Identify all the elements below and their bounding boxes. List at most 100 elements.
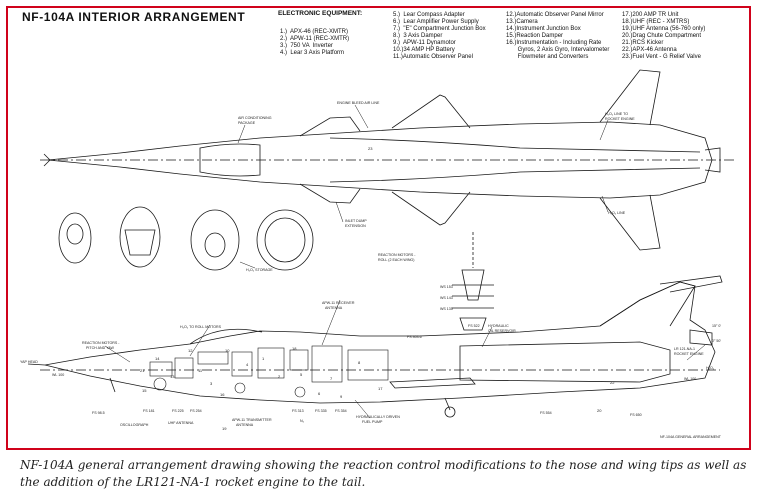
callout-number: 2 — [278, 374, 281, 379]
section-cockpit — [119, 206, 161, 268]
equipment-item: 4.) Lear 3 Axis Platform — [280, 50, 345, 56]
equipment-item: 22.)APX-46 Antenna — [622, 47, 677, 53]
drawing-frame — [6, 6, 751, 450]
label-h2o2-tail: H₂O₂ — [706, 366, 715, 370]
equipment-item: 18.)UHF (REC - XMTRS) — [622, 19, 690, 25]
equipment-item: 1.) APX-46 (REC-XMTR) — [280, 29, 349, 35]
callout-number: 14 — [155, 356, 160, 361]
profile-canopy — [189, 328, 263, 345]
equipment-item: 12.)Automatic Observer Panel Mirror — [506, 12, 604, 18]
label-roll-each-wing: ROLL (2 EACH WING) — [378, 258, 414, 262]
callout-number: 6 — [318, 391, 321, 396]
equipment-item: 21.)RCS Kicker — [622, 40, 664, 46]
profile-view — [27, 275, 723, 418]
label-angle-top: 15° 0' — [712, 324, 721, 328]
callout-number: 15 — [142, 388, 147, 393]
callout-number: 3 — [210, 381, 213, 386]
equipment-item: 9.) APW-11 Dynamotor — [393, 40, 456, 46]
callout-number: 22 — [610, 380, 615, 385]
callout-number: 11 — [198, 368, 203, 373]
equipment-item: 13.)Camera — [506, 19, 538, 25]
equipment-item: Gyros, 2 Axis Gyro, Intervalometer — [506, 47, 610, 53]
label-h2o2-roll-motors: H₂O₂ TO ROLL MOTORS — [180, 325, 222, 329]
label-antenna: ANTENNA — [325, 306, 343, 310]
label-yap-head: YAP HEAD — [20, 360, 38, 364]
cross-sections — [58, 206, 314, 271]
section-intake — [256, 209, 314, 271]
label-apw-transmitter: APW-11 TRANSMITTER — [232, 418, 272, 422]
label-fs-554: FS 554 — [540, 411, 552, 415]
equipment-item: 8.) 3 Axis Damper — [393, 33, 443, 39]
plan-duct — [329, 137, 701, 183]
plan-stabilizer-lower — [599, 194, 661, 251]
equipment-item: 23.)Fuel Vent - G Relief Valve — [622, 54, 701, 60]
label-rocket-engine: ROCKET ENGINE — [605, 117, 635, 121]
callout-number: 16 — [220, 392, 225, 397]
equipment-item: 20.)Drag Chute Compartment — [622, 33, 702, 39]
label-antenna-2: ANTENNA — [236, 423, 254, 427]
plan-wing-upper — [391, 94, 471, 129]
profile-horizontal-tail — [659, 275, 723, 293]
label-inlet-dump: INLET DUMP — [345, 219, 367, 223]
callout-number: 1 — [262, 356, 265, 361]
label-hydraulically-driven: HYDRAULICALLY DRIVEN — [356, 415, 400, 419]
plan-cockpit — [199, 143, 261, 177]
callout-number: 18 — [292, 346, 297, 351]
label-fs-313: FS 313 — [292, 409, 304, 413]
label-oil-reservoir: OIL RESERVOIR — [488, 329, 516, 333]
equipment-item: Flowmeter and Converters — [506, 54, 589, 60]
label-drawing-number: NF-104A GENERAL ARRANGEMENT — [660, 435, 722, 439]
callout-number: 23 — [368, 146, 373, 151]
label-extension: EXTENSION — [345, 224, 366, 228]
equipment-list-column-3: 12.)Automatic Observer Panel Mirror 13.)… — [506, 12, 609, 61]
profile-vertical-tail — [599, 281, 696, 327]
equipment-heading: ELECTRONIC EQUIPMENT: — [278, 10, 363, 17]
plan-stabilizer-upper — [599, 69, 661, 126]
profile-landing-gear — [109, 377, 456, 418]
label-fs-335: FS 335 — [315, 409, 327, 413]
label-ws-143: WS 143 — [440, 296, 453, 300]
label-apw-receiver: APW-11 RECEIVER — [322, 301, 355, 305]
label-fuel-pump: FUEL PUMP — [362, 420, 383, 424]
equipment-item: 17.)200 AMP TR Unit — [622, 12, 679, 18]
profile-engine — [459, 341, 671, 383]
profile-yaw-head — [27, 363, 46, 366]
label-uhf-antenna: UHF ANTENNA — [168, 421, 194, 425]
aircraft-drawing: AIR CONDITIONING PACKAGE ENGINE BLEED AI… — [20, 69, 735, 439]
label-ws-153: WS 153 — [440, 285, 453, 289]
label-h2o2-line-rocket: H₂O₂ LINE TO — [605, 112, 628, 116]
label-h2o2-line: H₂O₂ LINE — [608, 211, 626, 215]
label-reaction-roll: REACTION MOTORS - — [378, 253, 416, 257]
callout-number: 13 — [170, 374, 175, 379]
callout-number: 17 — [378, 386, 383, 391]
label-pitch-and-yaw: PITCH AND YAW — [86, 346, 114, 350]
wing-section-view — [452, 232, 494, 331]
callout-number: 20 — [597, 408, 602, 413]
equipment-item: 5.) Lear Compass Adapter — [393, 12, 465, 18]
label-wl-100-left: WL 100 — [52, 373, 64, 377]
label-fs-225: FS 225 — [172, 409, 184, 413]
callout-number: 10 — [225, 348, 230, 353]
callout-number: 21 — [140, 368, 145, 373]
equipment-item: 7.) "E" Compartment Junction Box — [393, 26, 486, 32]
equipment-item: 16.)Instrumentation - Including Rate — [506, 40, 602, 46]
plan-intake-upper — [299, 116, 361, 137]
equipment-item: 14.)Instrument Junction Box — [506, 26, 581, 32]
label-fs-181: FS 181 — [143, 409, 155, 413]
label-fs-522: FS 522 — [468, 324, 480, 328]
label-air-conditioning: AIR CONDITIONING — [238, 116, 272, 120]
label-reaction-pitch: REACTION MOTORS - — [82, 341, 120, 345]
profile-internal-equipment — [149, 345, 389, 398]
label-angle-bottom: 0° 50' — [712, 339, 721, 343]
label-fs-98: FS 98.5 — [92, 411, 105, 415]
section-nose — [58, 212, 92, 264]
label-ws-135: WS 135 — [440, 307, 453, 311]
label-fs-354: FS 354 — [335, 409, 347, 413]
label-fs-650: FS 650 — [630, 413, 642, 417]
section-avionics — [190, 209, 240, 271]
equipment-list-column-2: 5.) Lear Compass Adapter 6.) Lear Amplif… — [393, 12, 486, 61]
label-package: PACKAGE — [238, 121, 256, 125]
equipment-list-column-1: 1.) APX-46 (REC-XMTR) 2.) APW-11 (REC-XM… — [280, 29, 349, 57]
label-n2: N₂ — [300, 419, 305, 423]
plan-wing-lower — [391, 191, 471, 226]
